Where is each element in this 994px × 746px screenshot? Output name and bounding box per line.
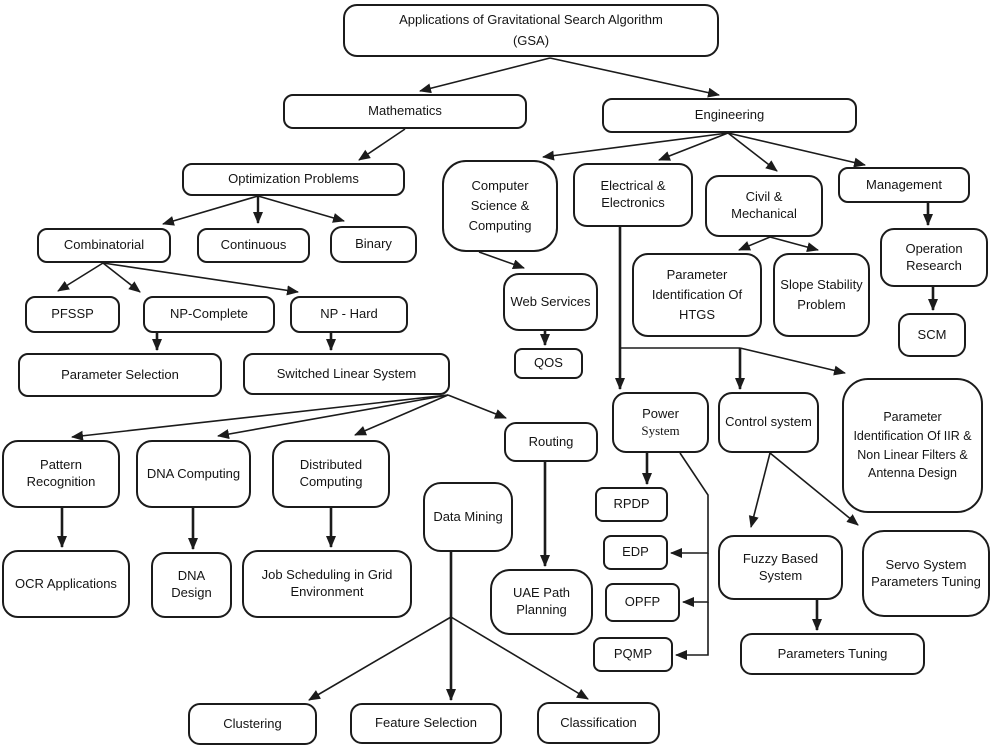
node-parameter-identification-iir-filters-antenna: Parameter Identification Of IIR & Non Li… (842, 378, 983, 513)
node-qos: QOS (514, 348, 583, 379)
edge-gsa-to-engineering (549, 57, 720, 98)
edge-electrical-to-param_iir (739, 347, 846, 376)
edge-switched_linear-to-distributed_computing (354, 394, 449, 436)
node-ocr-applications: OCR Applications (2, 550, 130, 618)
node-classification: Classification (537, 702, 660, 744)
edge-control_system-to-servo_system (769, 452, 859, 526)
node-routing: Routing (504, 422, 598, 462)
edge-cs_computing-to-web_services (478, 251, 525, 270)
node-parameter-identification-htgs: Parameter Identification Of HTGS (632, 253, 762, 337)
power-system-line2: System (641, 422, 680, 438)
gsa-title-line1: Applications of Gravitational Search Alg… (399, 11, 663, 27)
node-rpdp: RPDP (595, 487, 668, 522)
edge-engineering-to-electrical (658, 132, 729, 161)
node-parameter-selection: Parameter Selection (18, 353, 222, 397)
power-system-text: Power System (641, 406, 679, 440)
node-data-mining: Data Mining (423, 482, 513, 552)
edge-civil_mech-to-param_htgs (738, 236, 771, 251)
edge-civil_mech-to-slope_stability (769, 236, 819, 252)
node-pfssp: PFSSP (25, 296, 120, 333)
node-pattern-recognition: Pattern Recognition (2, 440, 120, 508)
gsa-title-line2: (GSA) (512, 32, 550, 48)
node-combinatorial: Combinatorial (37, 228, 171, 263)
edge-switched_linear-to-routing (447, 394, 507, 419)
edge-power_system-to-pqmp (675, 602, 709, 660)
edge-power_system-to-edp (670, 452, 709, 558)
node-electrical-electronics: Electrical & Electronics (573, 163, 693, 227)
node-optimization-problems: Optimization Problems (182, 163, 405, 196)
edge-data_mining-to-clustering (308, 616, 452, 701)
edge-power_system-to-opfp (682, 553, 709, 607)
node-scm: SCM (898, 313, 966, 357)
edge-switched_linear-to-pattern_recognition (71, 394, 449, 441)
node-control-system: Control system (718, 392, 819, 453)
node-job-scheduling-grid: Job Scheduling in Grid Environment (242, 550, 412, 618)
node-mathematics: Mathematics (283, 94, 527, 129)
edge-switched_linear-to-dna_computing (217, 394, 449, 439)
node-servo-system-parameters-tuning: Servo System Parameters Tuning (862, 530, 990, 617)
node-feature-selection: Feature Selection (350, 703, 502, 744)
node-operation-research: Operation Research (880, 228, 988, 287)
edge-combinatorial-to-np_complete (102, 262, 141, 293)
node-web-services: Web Services (503, 273, 598, 331)
edge-engineering-to-management (727, 132, 866, 168)
node-pqmp: PQMP (593, 637, 673, 672)
node-edp: EDP (603, 535, 668, 570)
edge-mathematics-to-optimization (358, 128, 406, 161)
node-slope-stability-problem: Slope Stability Problem (773, 253, 870, 337)
node-continuous: Continuous (197, 228, 310, 263)
node-opfp: OPFP (605, 583, 680, 622)
node-power-system: Power System (612, 392, 709, 453)
node-gsa-title: Applications of Gravitational Search Alg… (343, 4, 719, 57)
node-management: Management (838, 167, 970, 203)
node-clustering: Clustering (188, 703, 317, 745)
edge-combinatorial-to-pfssp (57, 262, 104, 292)
power-system-line1: Power (642, 405, 679, 421)
node-dna-computing: DNA Computing (136, 440, 251, 508)
gsa-title-text: Applications of Gravitational Search Alg… (399, 10, 663, 52)
edge-engineering-to-cs_computing (542, 132, 729, 161)
edge-combinatorial-to-np_hard (102, 262, 299, 296)
node-distributed-computing: Distributed Computing (272, 440, 390, 508)
node-parameters-tuning: Parameters Tuning (740, 633, 925, 675)
node-fuzzy-based-system: Fuzzy Based System (718, 535, 843, 600)
node-uae-path-planning: UAE Path Planning (490, 569, 593, 635)
edge-control_system-to-fuzzy_system (748, 452, 771, 528)
node-computer-science-computing: Computer Science & Computing (442, 160, 558, 252)
node-dna-design: DNA Design (151, 552, 232, 618)
node-np-hard: NP - Hard (290, 296, 408, 333)
node-engineering: Engineering (602, 98, 857, 133)
node-binary: Binary (330, 226, 417, 263)
edge-optimization-to-binary (257, 195, 345, 223)
edge-gsa-to-mathematics (419, 57, 551, 94)
node-switched-linear-system: Switched Linear System (243, 353, 450, 395)
edge-optimization-to-combinatorial (162, 195, 259, 226)
edge-engineering-to-civil_mech (727, 132, 778, 172)
node-civil-mechanical: Civil & Mechanical (705, 175, 823, 237)
node-np-complete: NP-Complete (143, 296, 275, 333)
edge-data_mining-to-classification (450, 616, 589, 700)
